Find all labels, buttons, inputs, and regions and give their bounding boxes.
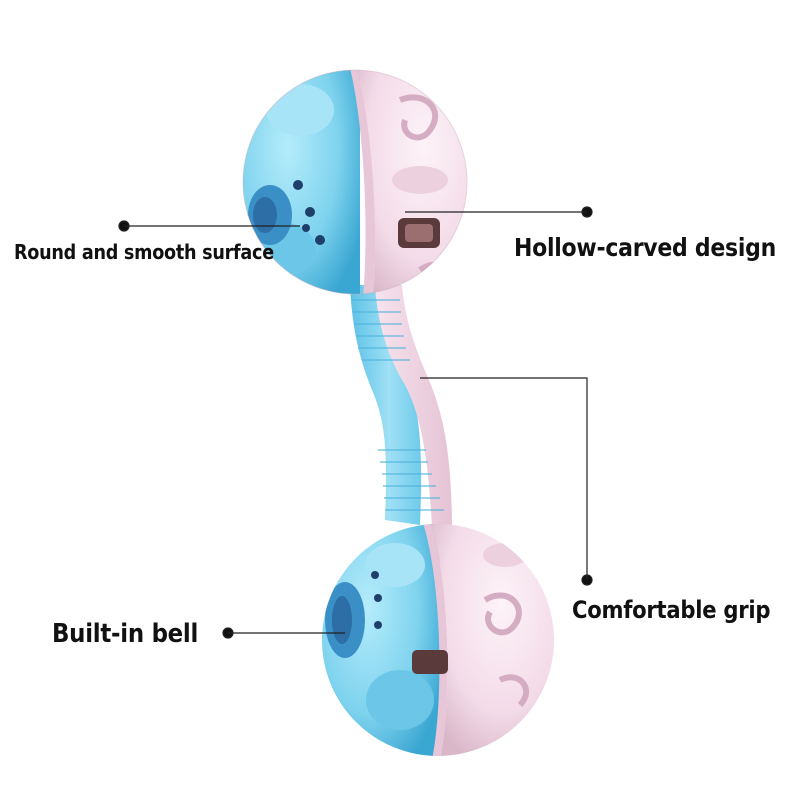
- hollow-design-label: Hollow-carved design: [514, 233, 777, 262]
- top-ball: [243, 70, 467, 294]
- handle: [350, 285, 452, 530]
- callout-lines: [118, 206, 593, 639]
- bottom-ball: [322, 524, 554, 756]
- surface-label: Round and smooth surface: [14, 240, 274, 264]
- grip-label: Comfortable grip: [572, 596, 771, 624]
- bell-label: Built-in bell: [52, 619, 199, 649]
